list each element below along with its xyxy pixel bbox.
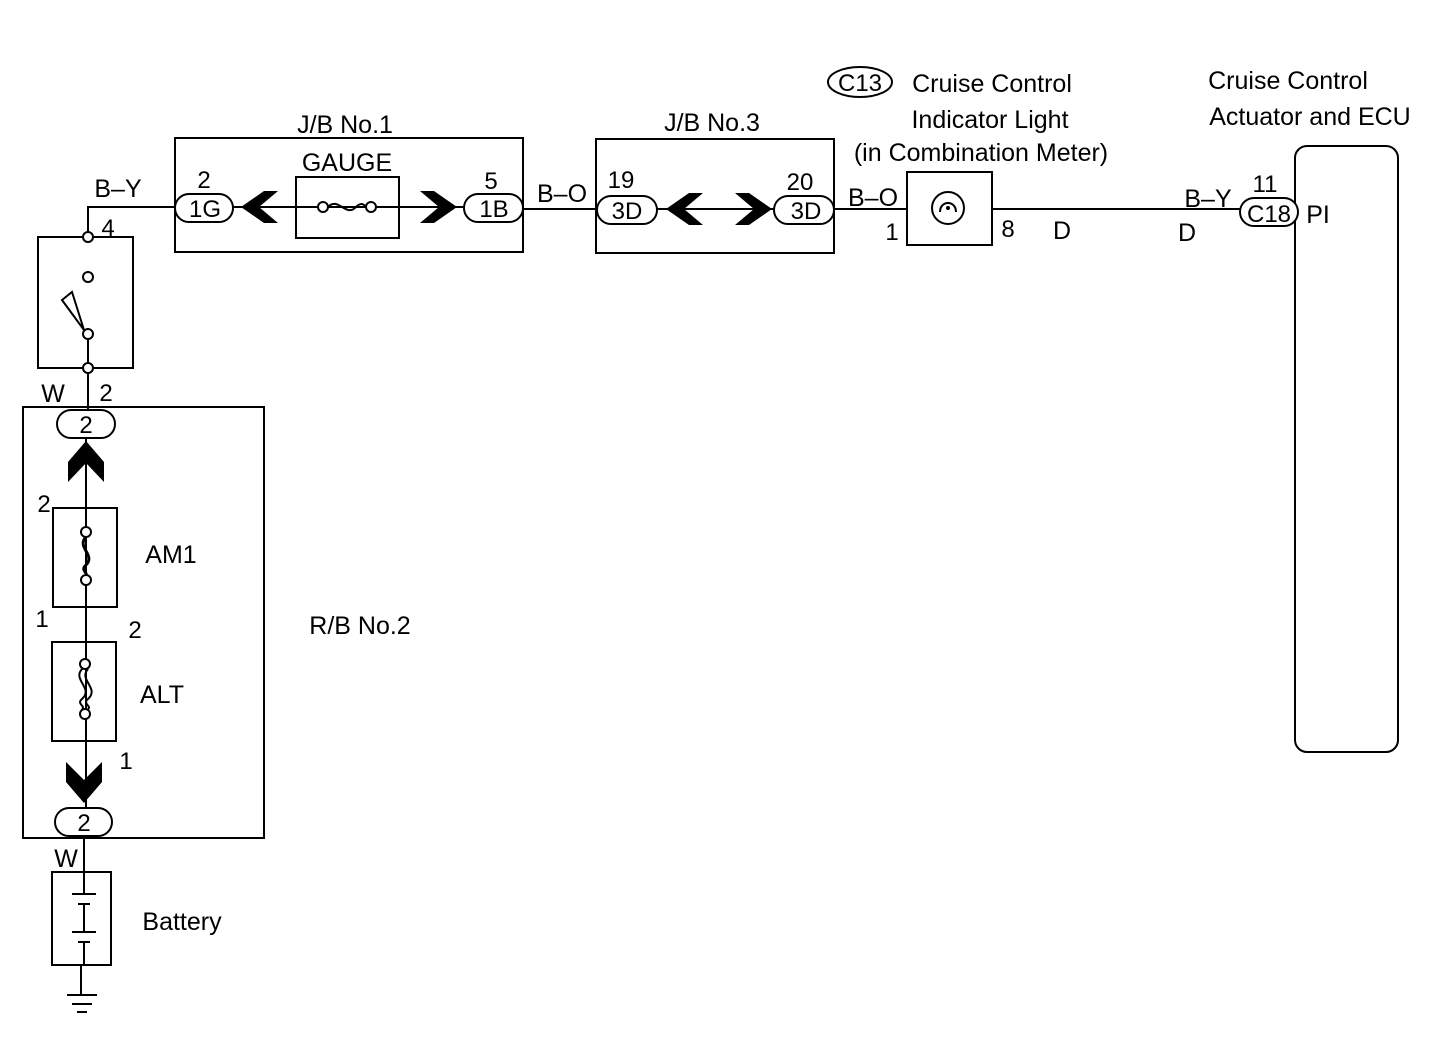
battery-box	[51, 871, 112, 966]
wire-color-by-right: B–Y	[1184, 185, 1232, 213]
indicator-title-line1: Cruise Control	[912, 70, 1072, 98]
fuse-icon	[317, 201, 377, 213]
ecu-title-line1: Cruise Control	[1208, 67, 1368, 95]
connector-c18	[1239, 197, 1299, 227]
ecu-terminal-pi: PI	[1306, 201, 1330, 229]
connector-c18-label: C18	[1247, 201, 1291, 228]
am1-label: AM1	[145, 541, 196, 569]
connector-3d-left	[596, 195, 658, 225]
wire-color-by-left: B–Y	[94, 175, 142, 203]
connector-1b	[463, 193, 524, 223]
connector-1g-label: 1G	[189, 196, 221, 223]
rb2-label: R/B No.2	[309, 612, 410, 640]
chevron-right-icon	[420, 191, 457, 223]
am1-fuse-icon	[81, 535, 91, 577]
pin-1b: 5	[484, 168, 497, 195]
connector-2-top-label: 2	[79, 412, 92, 439]
pin-c13-out: 8	[1001, 216, 1014, 243]
pin-am1-top: 2	[37, 491, 50, 518]
pin-alt-top: 2	[128, 617, 141, 644]
battery-label: Battery	[142, 908, 222, 936]
chevron-left-icon	[666, 193, 703, 225]
connector-c13-badge	[827, 66, 893, 98]
connector-3d-right	[773, 195, 835, 225]
switch-box	[37, 236, 134, 369]
pin-c18: 11	[1253, 171, 1278, 198]
pin-3d-right: 20	[787, 169, 814, 196]
alt-label: ALT	[140, 681, 184, 709]
ecu-box	[1294, 145, 1399, 753]
alt-fuse-icon	[78, 668, 93, 710]
wire-color-bo-2: B–O	[848, 184, 898, 212]
battery-icon	[72, 872, 96, 965]
pin-3d-left: 19	[608, 167, 635, 194]
indicator-light: C13 Cruise Control Indicator Light (in C…	[827, 66, 1108, 246]
pin-switch-bottom: 2	[99, 380, 112, 407]
gauge-fuse-box	[295, 176, 400, 239]
connector-3d-left-label: 3D	[612, 198, 643, 225]
bulb-icon	[931, 191, 965, 225]
connector-2-bottom-label: 2	[77, 810, 90, 837]
wires	[80, 206, 1240, 995]
pin-c13-in: 1	[885, 219, 898, 246]
connector-1b-label: 1B	[479, 196, 508, 223]
pin-switch-top: 4	[101, 215, 114, 242]
connector-2-top	[56, 409, 116, 439]
pin-alt-bottom: 1	[119, 748, 132, 775]
chevron-right-icon	[735, 193, 772, 225]
ignition-switch: 4 2	[37, 215, 134, 407]
chevron-left-icon	[241, 191, 278, 223]
pin-am1-bottom: 1	[35, 606, 48, 633]
ecu-block: Cruise Control Actuator and ECU C18 11 P…	[1208, 67, 1411, 753]
indicator-box	[906, 171, 993, 246]
wire-by-left	[87, 206, 175, 237]
connector-2-bottom	[54, 807, 113, 837]
am1-fuse-box	[52, 507, 118, 608]
indicator-title-line3: (in Combination Meter)	[854, 139, 1108, 167]
indicator-title-line2: Indicator Light	[911, 106, 1068, 134]
connector-1g	[174, 193, 234, 223]
chevron-down-icon	[66, 762, 102, 803]
connector-c13-label: C13	[838, 70, 882, 97]
jb1-label: J/B No.1	[297, 111, 393, 139]
jb3-label: J/B No.3	[664, 109, 760, 137]
wire-color-d-1: D	[1053, 217, 1071, 245]
switch-contact-icon	[60, 290, 85, 331]
wire-color-w-top: W	[41, 380, 65, 408]
alt-fuse-box	[51, 641, 117, 742]
wire-color-bo-1: B–O	[537, 180, 587, 208]
pin-1g: 2	[197, 167, 210, 194]
jb3-block: J/B No.3 3D 3D 19 20	[595, 109, 835, 254]
chevron-up-icon	[68, 441, 104, 482]
ecu-title-line2: Actuator and ECU	[1209, 103, 1411, 131]
battery: Battery	[51, 871, 222, 966]
ground-icon	[67, 994, 97, 1013]
gauge-fuse-label: GAUGE	[302, 149, 392, 177]
connector-3d-right-label: 3D	[791, 198, 822, 225]
jb1-block: J/B No.1 GAUGE 1G 1B 2 5	[174, 111, 524, 253]
rb2-block: R/B No.2 2 AM1 2 1 ALT 2 1 2	[22, 406, 411, 839]
wire-color-d-2: D	[1178, 219, 1196, 247]
wire-color-w-bottom: W	[54, 845, 78, 873]
